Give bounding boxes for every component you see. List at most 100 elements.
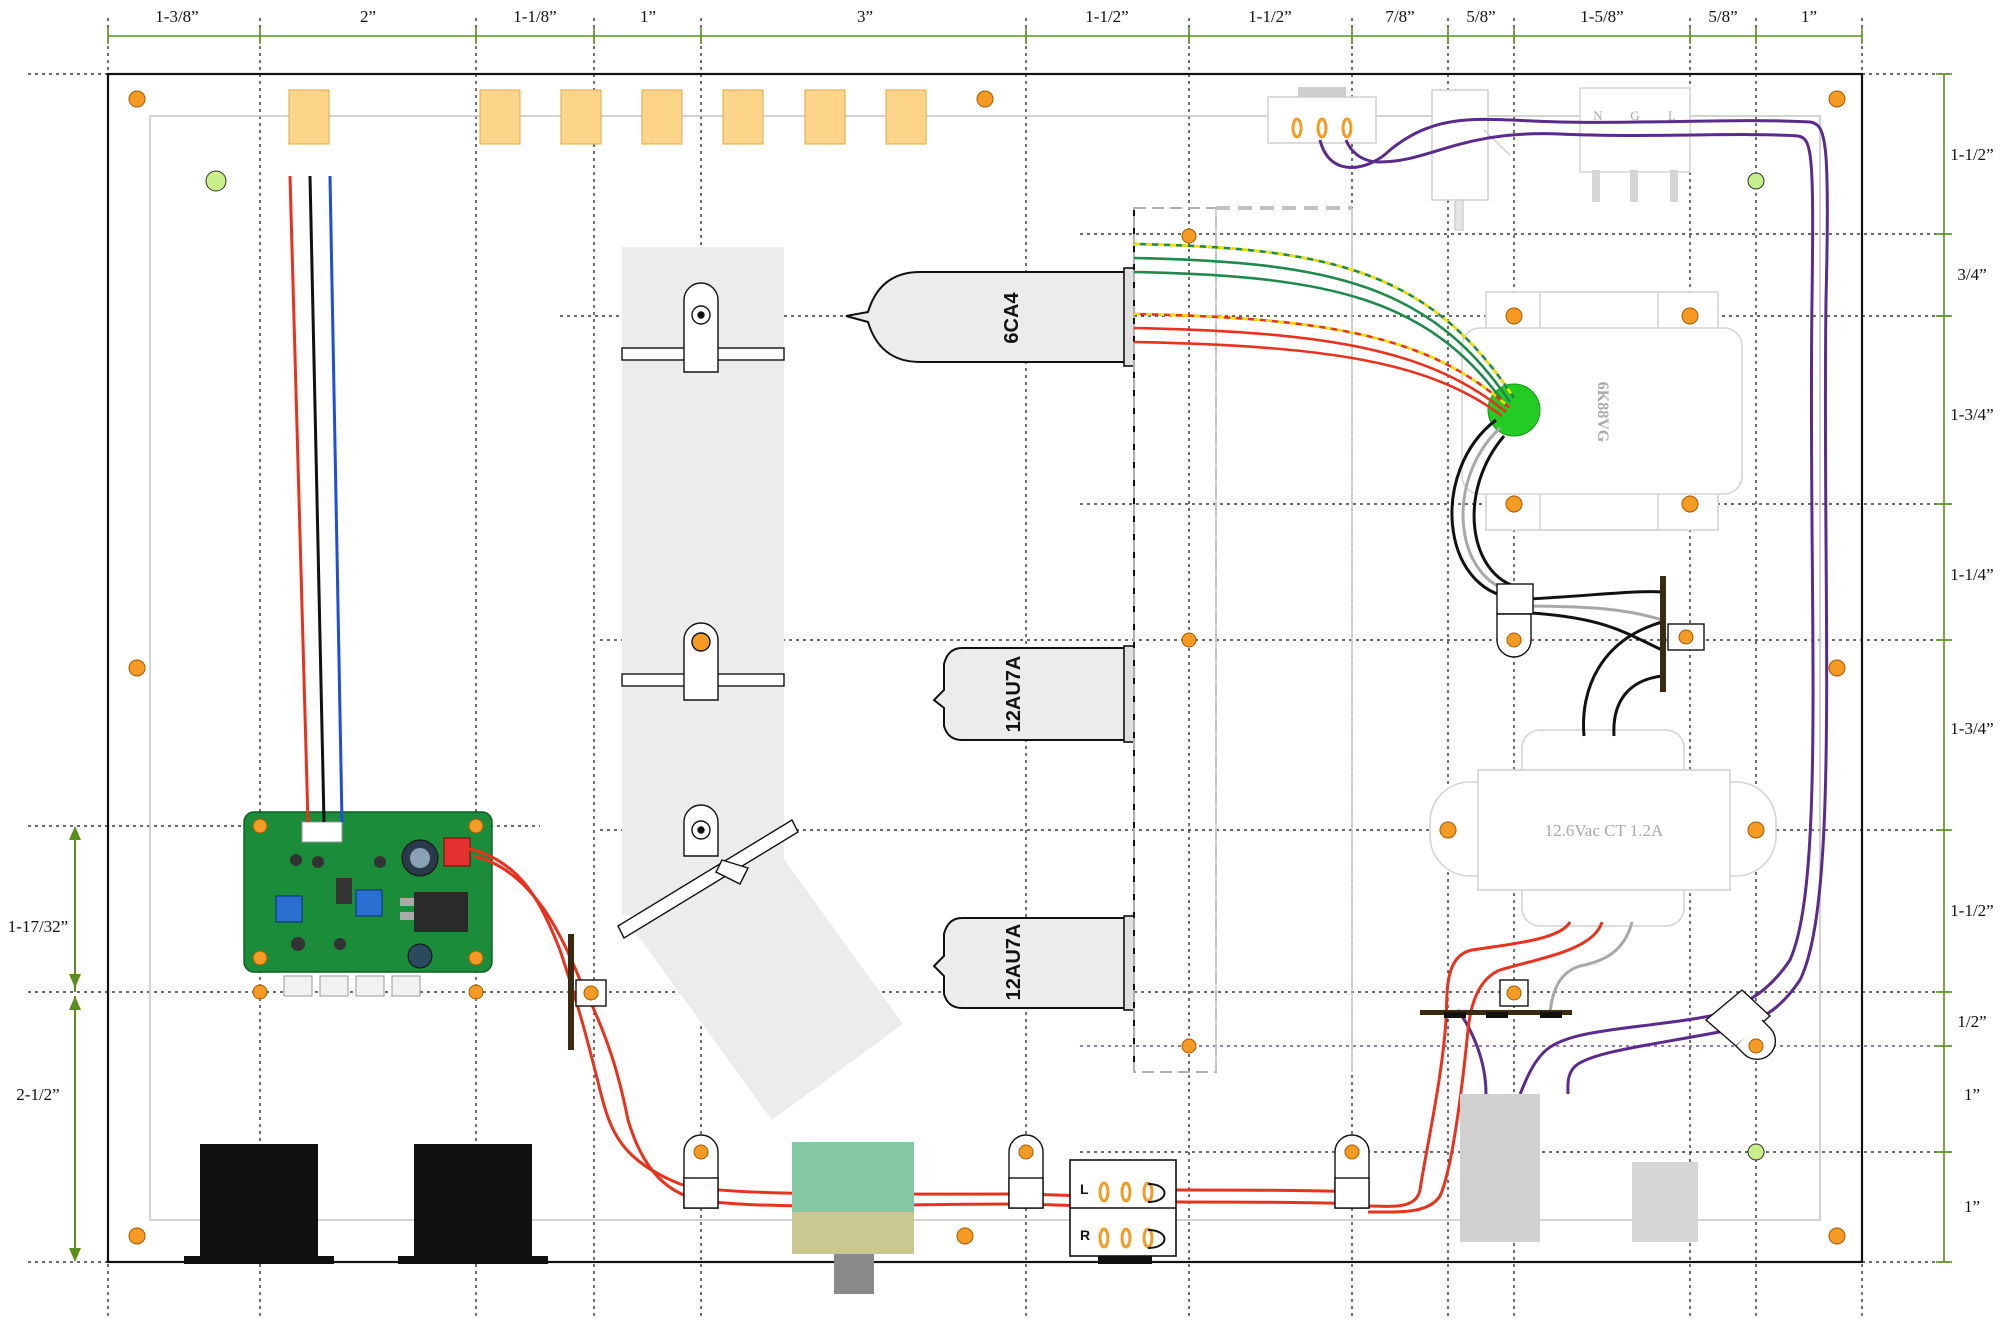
wire-bundle-6ca4: [1133, 242, 1516, 418]
dim-right-6: 1-1/2”: [1950, 901, 1993, 920]
rail-hole: [1181, 228, 1197, 244]
dim-top-12: 1”: [1801, 7, 1817, 26]
rear-panel-jacks: [288, 89, 927, 145]
ground-posts: [205, 170, 1765, 1161]
rail-holes: [1181, 228, 1197, 1054]
front-jack: [414, 1144, 532, 1260]
iec-inlet: N G L: [1579, 87, 1691, 202]
mount-hole: [1828, 1227, 1846, 1245]
tube-12au7a-1: 12AU7A: [932, 645, 1135, 743]
power-transformer-label: 12.6Vac CT 1.2A: [1545, 821, 1664, 840]
heater-terminal-strip: [1420, 979, 1572, 1018]
input-selector: L R: [1069, 1159, 1177, 1264]
fuse-holder: [1267, 87, 1377, 144]
transformer-hole: [1505, 495, 1523, 513]
transformer-hole: [1505, 307, 1523, 325]
volume-pot: [792, 1142, 914, 1294]
output-terminal-strip: [1496, 576, 1705, 692]
dim-top-9: 5/8”: [1466, 7, 1495, 26]
dim-left-1: 1-17/32”: [8, 917, 68, 936]
ground-post: [1747, 1143, 1765, 1161]
pcb-supply-wires: [288, 175, 344, 823]
left-dimension-bar: [69, 826, 81, 1262]
tube-socket-bracket: [621, 282, 785, 373]
iec-pin-g: G: [1630, 108, 1639, 123]
dim-right-7: 1/2”: [1957, 1012, 1986, 1031]
tube-socket-bracket: [621, 622, 785, 701]
transformer-hole: [1439, 821, 1457, 839]
filter-capacitor: [1460, 1094, 1540, 1242]
selector-label-right: R: [1080, 1227, 1090, 1243]
power-switch: [1431, 89, 1511, 231]
tube-socket-bracket-rotated: [617, 804, 799, 939]
dim-right-2: 3/4”: [1957, 265, 1986, 284]
transformer-hole: [1681, 307, 1699, 325]
chassis-outline: [106, 72, 1864, 1264]
pcb-output-wires: [465, 846, 1369, 1208]
front-jack-base: [398, 1256, 548, 1264]
output-transformer-label: 6K88VG: [1594, 382, 1611, 443]
right-dimension-bar: [1936, 73, 1952, 1263]
front-jack-base: [184, 1256, 334, 1264]
iec-pin-n: N: [1593, 108, 1603, 123]
rear-jack: [885, 89, 927, 145]
rear-jack: [560, 89, 602, 145]
rail-hole: [1181, 1038, 1197, 1054]
transformer-secondary-wires: [1367, 921, 1634, 1214]
dim-top-10: 1-5/8”: [1580, 7, 1623, 26]
dim-top-7: 1-1/2”: [1248, 7, 1291, 26]
rear-jack: [641, 89, 683, 145]
tube-label-6ca4: 6CA4: [1001, 292, 1023, 344]
mount-hole: [1828, 90, 1846, 108]
bottom-cable-clamps: [683, 1134, 1370, 1209]
front-panel-jacks: [184, 1144, 548, 1264]
transformer-hole: [1681, 495, 1699, 513]
rear-jack: [479, 89, 521, 145]
rear-jack: [722, 89, 764, 145]
dim-right-8: 1”: [1964, 1085, 1980, 1104]
mount-hole: [976, 90, 994, 108]
front-jack: [200, 1144, 318, 1260]
dim-top-4: 1”: [640, 7, 656, 26]
ground-post: [205, 170, 227, 192]
chassis-inner-outline: [149, 115, 1821, 1221]
ground-post: [1747, 172, 1765, 190]
top-dimension-bar: [107, 28, 1863, 44]
chassis-holes: [128, 90, 1846, 1245]
iec-pin-l: L: [1668, 108, 1676, 123]
tube-6ca4: 6CA4: [845, 267, 1135, 367]
tube-shield-plate-rotated: [628, 826, 903, 1120]
filter-capacitor: [1632, 1162, 1698, 1242]
dim-right-4: 1-1/4”: [1950, 565, 1993, 584]
tube-label-12au7a-2: 12AU7A: [1003, 924, 1025, 1001]
rear-jack: [804, 89, 846, 145]
power-transformer: 12.6Vac CT 1.2A: [1429, 729, 1777, 927]
mains-cable-clamp: [1704, 989, 1777, 1061]
cable-clamp: [683, 1134, 719, 1209]
rear-jack: [288, 89, 330, 145]
mount-hole: [128, 1227, 146, 1245]
mount-hole: [128, 659, 146, 677]
mount-hole: [128, 90, 146, 108]
dim-right-5: 1-3/4”: [1950, 719, 1993, 738]
dim-top-5: 3”: [857, 7, 873, 26]
dim-right-1: 1-1/2”: [1950, 145, 1993, 164]
rail-hole: [1181, 632, 1197, 648]
dim-top-6: 1-1/2”: [1085, 7, 1128, 26]
mount-hole: [1828, 659, 1846, 677]
output-secondary-wires: [1450, 418, 1663, 737]
cable-clamp: [1334, 1134, 1370, 1209]
dim-right-3: 1-3/4”: [1950, 405, 1993, 424]
pcb-output-clamp: [568, 934, 607, 1050]
transformer-hole: [1747, 821, 1765, 839]
dim-top-3: 1-1/8”: [513, 7, 556, 26]
cable-clamp: [1008, 1134, 1044, 1209]
dim-top-1: 1-3/8”: [155, 7, 198, 26]
tube-label-12au7a-1: 12AU7A: [1003, 656, 1025, 733]
dim-left-2: 2-1/2”: [16, 1085, 59, 1104]
dim-top-8: 7/8”: [1385, 7, 1414, 26]
mount-hole: [956, 1227, 974, 1245]
tube-12au7a-2: 12AU7A: [932, 915, 1135, 1011]
dim-top-2: 2”: [360, 7, 376, 26]
